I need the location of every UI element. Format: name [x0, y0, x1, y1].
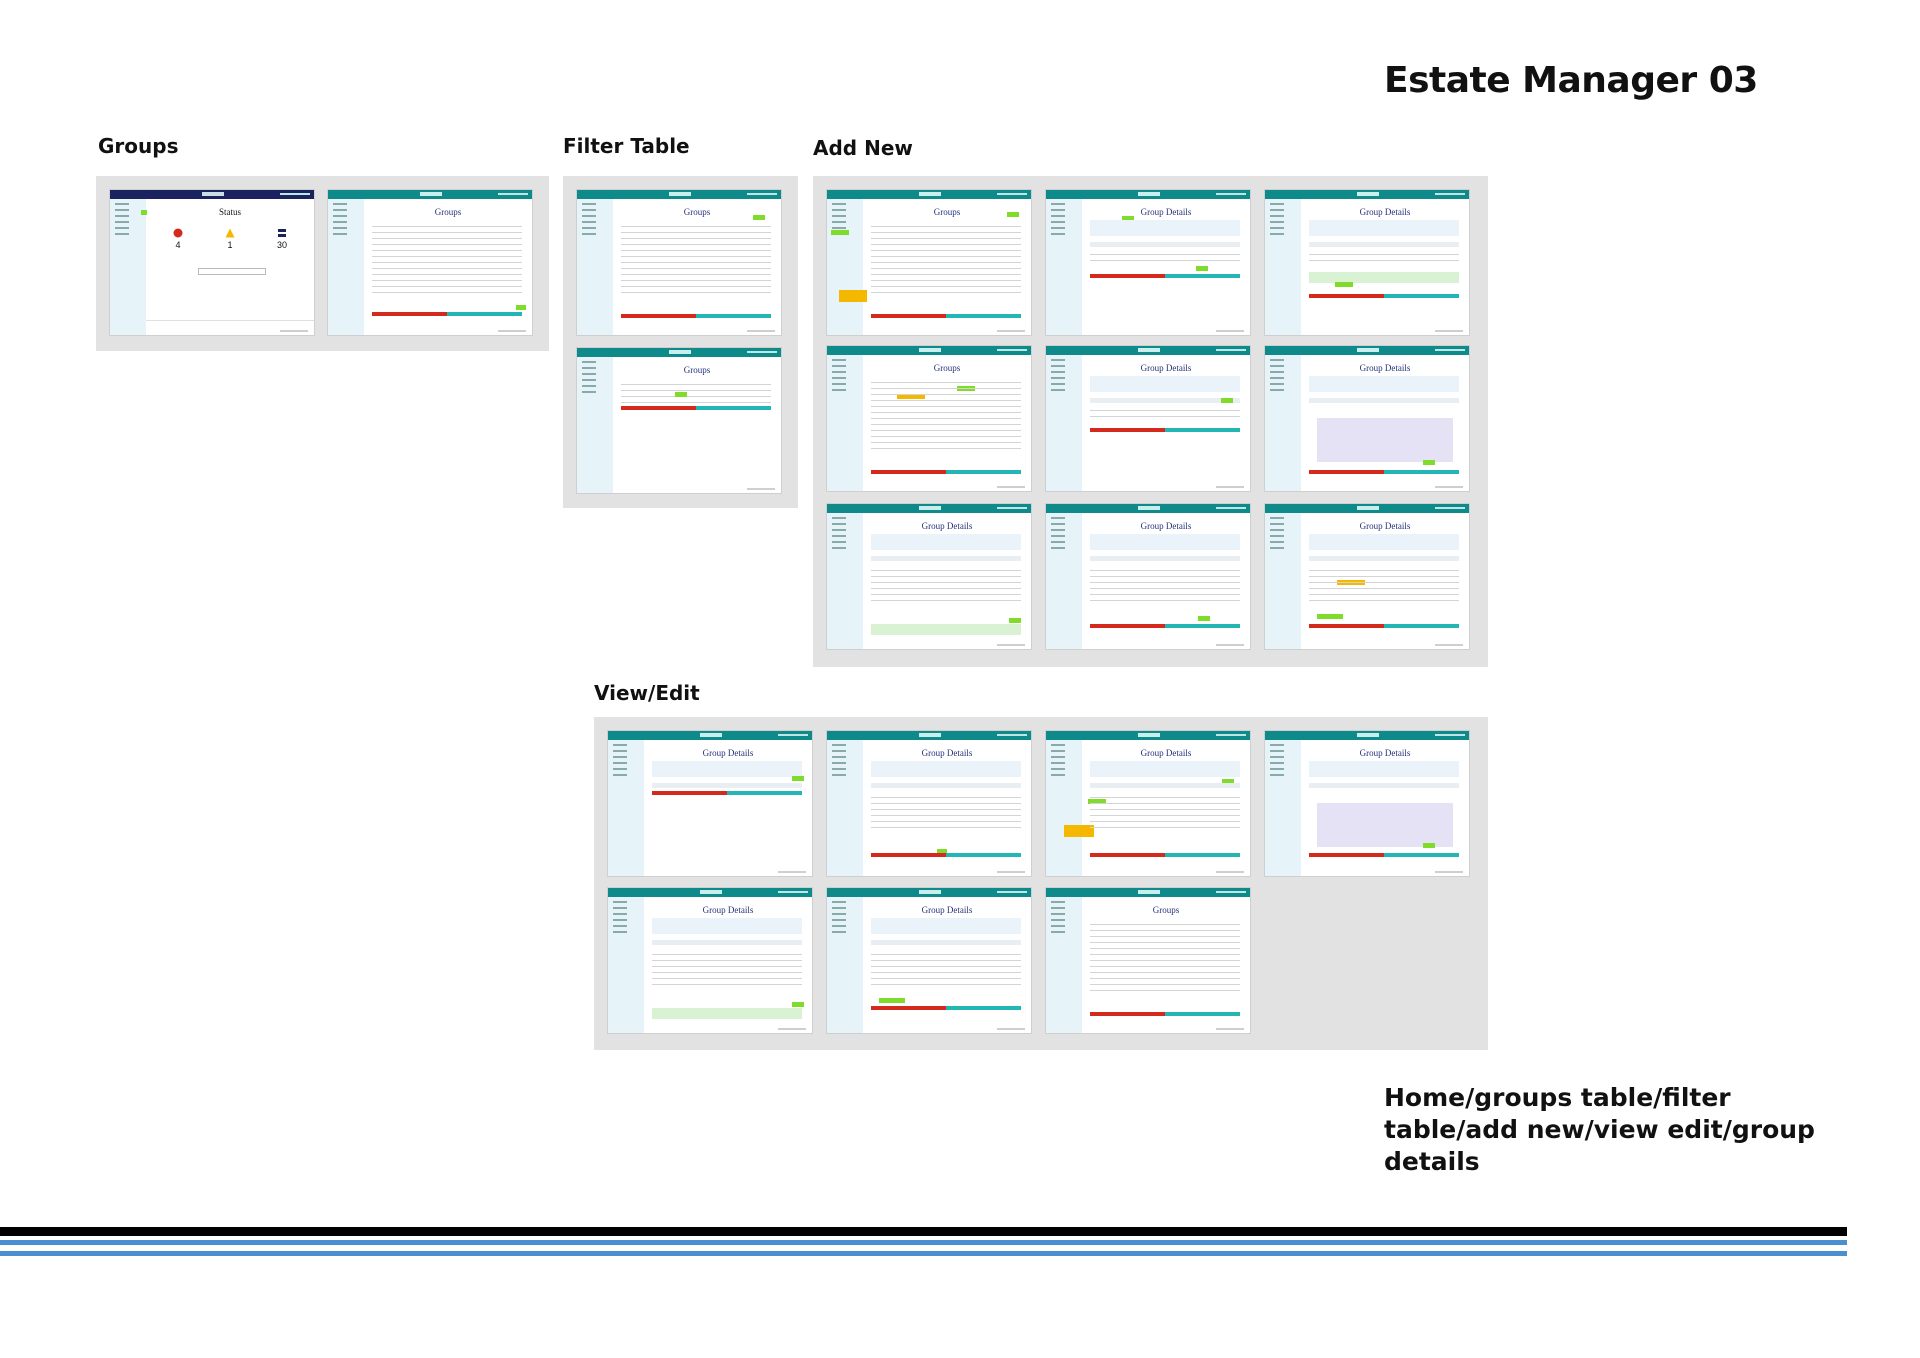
group-details-heading: Group Details — [1359, 748, 1411, 758]
status-screen-thumbnail[interactable]: Status 4 1 30 — [110, 190, 314, 335]
groups-heading: Groups — [683, 207, 711, 217]
filter-table-thumbnail-1[interactable]: Groups — [577, 190, 781, 335]
groups-heading: Groups — [683, 365, 711, 375]
status-heading: Status — [218, 207, 241, 217]
add-new-step-1-thumbnail[interactable]: Groups — [827, 190, 1031, 335]
status-value-2: 1 — [227, 240, 233, 250]
group-details-heading: Group Details — [1140, 521, 1192, 531]
filter-table-thumbnail-2[interactable]: Groups — [577, 348, 781, 493]
add-new-step-3-thumbnail[interactable]: Group Details — [1265, 190, 1469, 335]
view-edit-step-2-thumbnail[interactable]: Group Details — [827, 731, 1031, 876]
page-title: Estate Manager 03 — [1384, 60, 1758, 101]
alert-circle-icon — [173, 228, 183, 238]
add-new-step-2-thumbnail[interactable]: Group Details — [1046, 190, 1250, 335]
view-edit-step-3-thumbnail[interactable]: Group Details — [1046, 731, 1250, 876]
groups-heading: Groups — [933, 363, 961, 373]
group-details-heading: Group Details — [702, 748, 754, 758]
warning-icon — [225, 228, 235, 238]
groups-table-thumbnail[interactable]: Groups — [328, 190, 532, 335]
section-label-add-new: Add New — [813, 136, 913, 160]
add-new-step-4-thumbnail[interactable]: Groups — [827, 346, 1031, 491]
group-details-heading: Group Details — [1359, 521, 1411, 531]
group-details-heading: Group Details — [1359, 207, 1411, 217]
add-new-step-6-thumbnail[interactable]: Group Details — [1265, 346, 1469, 491]
group-details-heading: Group Details — [921, 748, 973, 758]
view-edit-step-5-thumbnail[interactable]: Group Details — [608, 888, 812, 1033]
section-label-groups: Groups — [98, 134, 179, 158]
view-edit-step-1-thumbnail[interactable]: Group Details — [608, 731, 812, 876]
groups-heading: Groups — [434, 207, 462, 217]
stripe-blue-1 — [0, 1240, 1847, 1245]
server-icon — [278, 229, 286, 237]
groups-heading: Groups — [1152, 905, 1180, 915]
stripe-black — [0, 1227, 1847, 1236]
search-input[interactable] — [198, 268, 266, 275]
add-new-step-9-thumbnail[interactable]: Group Details — [1265, 504, 1469, 649]
group-details-heading: Group Details — [921, 521, 973, 531]
group-details-heading: Group Details — [1140, 748, 1192, 758]
section-label-view-edit: View/Edit — [594, 681, 700, 705]
view-edit-step-4-thumbnail[interactable]: Group Details — [1265, 731, 1469, 876]
status-value-3: 30 — [276, 240, 287, 250]
add-new-step-5-thumbnail[interactable]: Group Details — [1046, 346, 1250, 491]
status-value-1: 4 — [175, 240, 181, 250]
group-details-heading: Group Details — [1359, 363, 1411, 373]
view-edit-step-7-thumbnail[interactable]: Groups — [1046, 888, 1250, 1033]
add-new-step-8-thumbnail[interactable]: Group Details — [1046, 504, 1250, 649]
groups-heading: Groups — [933, 207, 961, 217]
add-new-step-7-thumbnail[interactable]: Group Details — [827, 504, 1031, 649]
stripe-blue-2 — [0, 1251, 1847, 1256]
group-details-heading: Group Details — [921, 905, 973, 915]
flow-description: Home/groups table/filter table/add new/v… — [1384, 1083, 1815, 1176]
group-details-heading: Group Details — [1140, 207, 1192, 217]
group-details-heading: Group Details — [702, 905, 754, 915]
section-label-filter-table: Filter Table — [563, 134, 690, 158]
view-edit-step-6-thumbnail[interactable]: Group Details — [827, 888, 1031, 1033]
group-details-heading: Group Details — [1140, 363, 1192, 373]
